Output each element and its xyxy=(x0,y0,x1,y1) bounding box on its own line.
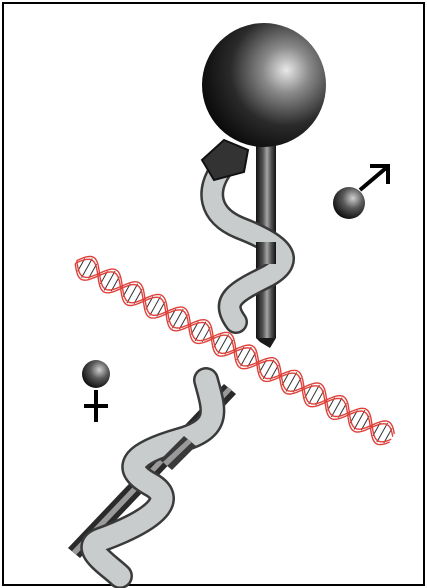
sphere-knob xyxy=(202,23,326,147)
staff-overlap-upper xyxy=(256,242,276,264)
